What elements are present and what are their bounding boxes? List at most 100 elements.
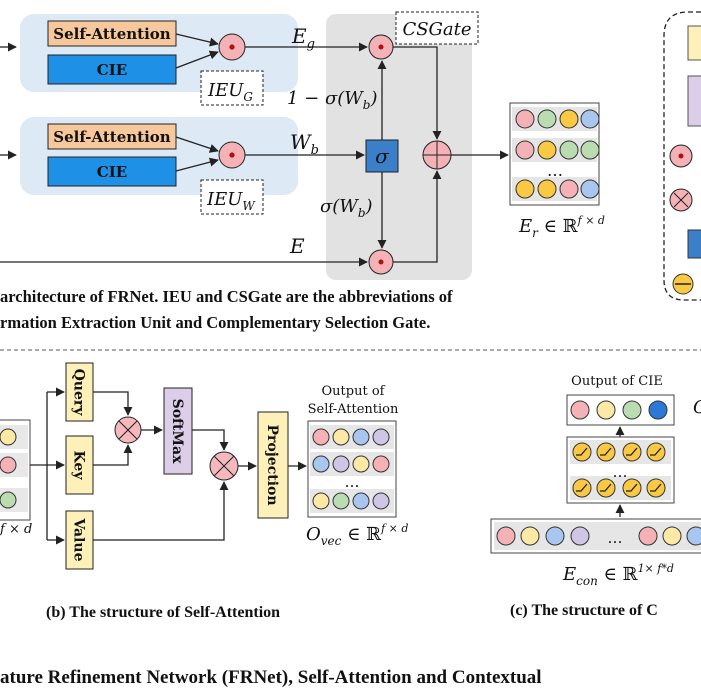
legend-sigma-swatch [687, 229, 701, 259]
ovec-r3-d4 [372, 492, 390, 510]
one-minus-sigma-label: 1 − σ(Wb) [287, 88, 378, 112]
legend-multiply-x2 [673, 192, 689, 208]
sa-in-dot3 [0, 491, 17, 509]
ieu-w-cie-box [47, 156, 177, 187]
er-row3-dot2 [537, 179, 557, 199]
softmax-box [163, 387, 193, 475]
cie-in-d1 [496, 526, 516, 546]
ieu-g-self-attention-label: Self-Attention [53, 25, 171, 43]
sa-in-dot2 [0, 456, 17, 474]
sigma-label: σ [375, 144, 390, 168]
cie-side-letter: O [693, 397, 701, 418]
softmax-to-mul [192, 429, 229, 451]
cie-in-d6 [662, 526, 682, 546]
ieu-w-tag-box [200, 179, 264, 215]
sa-output-dots: … [345, 473, 360, 491]
er-dots: … [547, 161, 563, 180]
cie-out-d3 [622, 400, 642, 420]
cie-neuron-3 [622, 442, 642, 462]
figure-caption: ature Refinement Network (FRNet), Self-A… [0, 667, 542, 688]
output-matrix-er [509, 102, 600, 206]
legend-query-swatch [687, 25, 701, 61]
ovec-r1-d4 [372, 428, 390, 446]
cie-neuron-1 [572, 442, 592, 462]
legend-dot-product-center [678, 153, 684, 159]
cie-in-d4 [570, 526, 590, 546]
cie-neuron-5 [572, 478, 592, 498]
key-box [65, 435, 94, 495]
cie-mid-dots: … [613, 463, 628, 481]
csgate-panel [326, 14, 472, 280]
ovec-r3-d2 [332, 492, 350, 510]
sa-output-matrix [307, 420, 397, 518]
top-caption-line-2: rmation Extraction Unit and Complementar… [0, 313, 431, 332]
softmax-label: SoftMax [169, 399, 185, 465]
cie-output-title: Output of CIE [571, 374, 663, 389]
sa-multiply-1-x2 [118, 420, 138, 440]
cie-neuron-activation-2 [600, 447, 612, 456]
projection-label: Projection [264, 424, 280, 505]
cie-neuron-activation-5 [576, 483, 588, 492]
cie-bottom-dots: … [608, 529, 623, 547]
cie-neuron-activation-3 [626, 447, 638, 456]
er-row1-dot4 [580, 109, 600, 129]
ovec-r1-d2 [332, 428, 350, 446]
query-to-mul [93, 391, 133, 416]
cie-in-d3 [545, 526, 565, 546]
gate-bottom-dot-center [378, 259, 384, 265]
sa-to-dot-g [175, 33, 219, 47]
sa-input-matrix [0, 419, 31, 521]
eg-label: Eg [291, 24, 315, 52]
cie-output-row [566, 394, 675, 426]
ovec-r3-d1 [312, 492, 330, 510]
value-label: Value [71, 517, 87, 561]
ovec-r2-d1 [312, 455, 330, 473]
econ-label: Econ ∈ ℝ1× f*d [562, 562, 674, 588]
ovec-label: Ovec ∈ ℝf × d [306, 522, 408, 548]
cie-neuron-activation-6 [600, 483, 612, 492]
value-to-mul [93, 481, 229, 541]
er-row2-dot3 [559, 140, 579, 160]
ovec-r3-d3 [352, 492, 370, 510]
key-to-mul [93, 444, 133, 466]
sigma-wb-label: σ(Wb) [320, 196, 373, 220]
cie-out-d2 [596, 400, 616, 420]
ieu-g-tag: IEUG [207, 80, 253, 104]
cie-to-dot-w [175, 157, 219, 172]
ieu-w-dot-center [229, 152, 235, 158]
cie-neuron-6 [596, 478, 616, 498]
legend-softmax-swatch [687, 75, 701, 127]
cie-neuron-4 [646, 442, 666, 462]
gate-top-dot-center [378, 44, 384, 50]
top-caption-line-1: architecture of FRNet. IEU and CSGate ar… [0, 287, 453, 306]
csgate-title: CSGate [402, 19, 471, 40]
query-label: Query [71, 369, 87, 417]
er-row2-dot1 [515, 140, 535, 160]
cie-out-d1 [570, 400, 590, 420]
caption-c: (c) The structure of C [510, 602, 658, 619]
cie-in-d2 [520, 526, 540, 546]
sa-to-dot-w [175, 136, 219, 153]
er-label: Er ∈ ℝf × d [518, 214, 605, 240]
sa-in-dot1 [0, 428, 17, 446]
csgate-title-box [395, 11, 479, 45]
sa-output-title-1: Output of [322, 384, 386, 399]
er-row1-dot2 [537, 109, 557, 129]
wb-label: Wb [290, 130, 319, 158]
ieu-g-tag-box [200, 70, 264, 106]
top-to-add [393, 46, 442, 140]
ieu-w-cie-label: CIE [97, 163, 127, 181]
ieu-g-cie-label: CIE [97, 61, 127, 79]
cie-neuron-7 [622, 478, 642, 498]
ovec-r1-d1 [312, 428, 330, 446]
ieu-w-self-attention-box [47, 123, 177, 150]
er-row2-dot2 [537, 140, 557, 160]
cie-out-d4 [648, 400, 668, 420]
ieu-g-cie-box [47, 54, 177, 85]
cie-neuron-activation-1 [576, 447, 588, 456]
cie-neurons [572, 442, 666, 498]
ieu-w-self-attention-label: Self-Attention [53, 128, 171, 146]
er-row3-dot1 [515, 179, 535, 199]
er-row1-dot1 [515, 109, 535, 129]
